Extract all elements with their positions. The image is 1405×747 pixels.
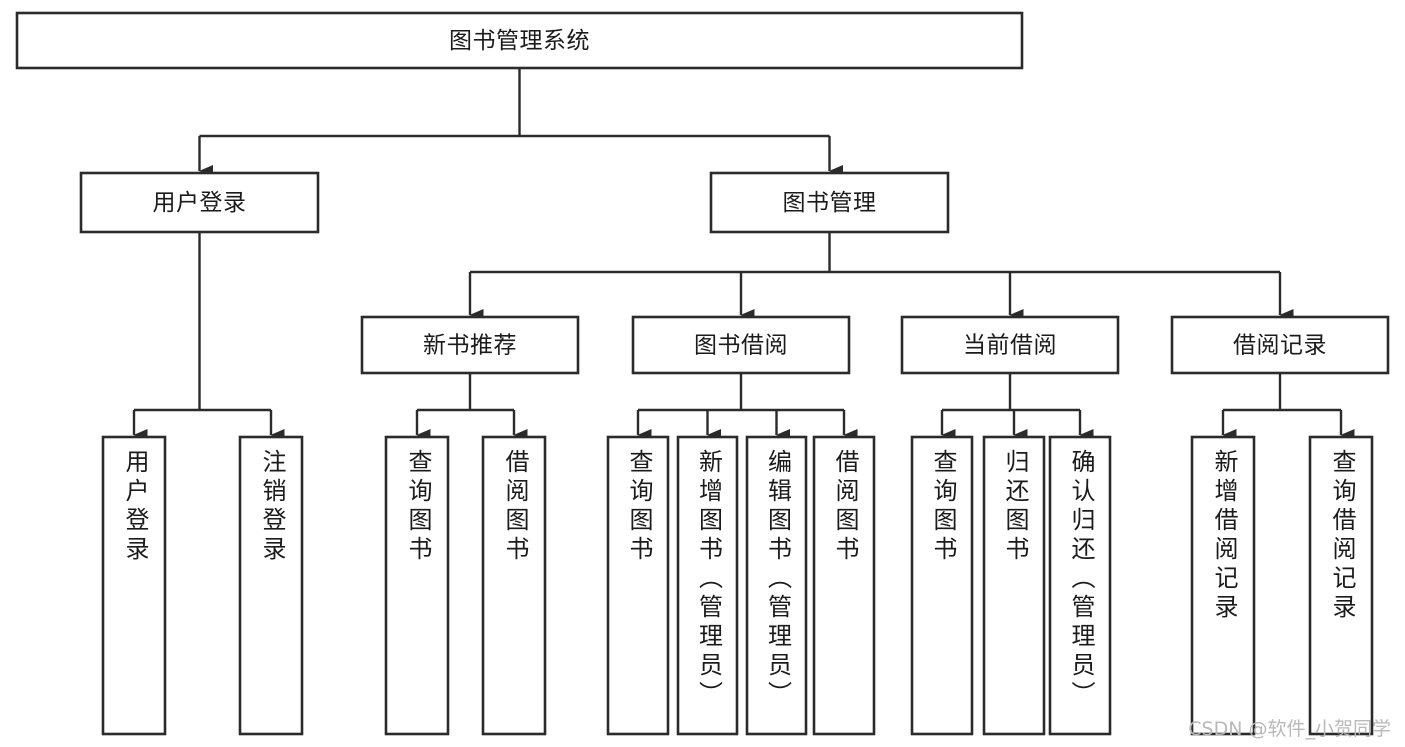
node-leaf-box-1[interactable] (238, 435, 304, 736)
node-leaf-box-6[interactable] (745, 435, 808, 736)
node-leaf-box-10[interactable] (1048, 435, 1112, 736)
node-leaf-box-12[interactable] (1308, 435, 1374, 736)
node-level2-label-0: 新书推荐 (423, 333, 517, 359)
node-leaf-box-11[interactable] (1190, 435, 1256, 736)
node-leaf-box-5[interactable] (676, 435, 739, 736)
node-leaf-box-3[interactable] (481, 435, 547, 736)
node-level2-box-0[interactable] (360, 315, 580, 375)
node-root-box[interactable] (15, 11, 1024, 70)
watermark: CSDN @软件_小贺同学 (1188, 718, 1391, 740)
node-level2-box-2[interactable] (900, 315, 1120, 375)
node-level2-label-2: 当前借阅 (963, 333, 1057, 359)
node-level2-label-3: 借阅记录 (1233, 333, 1327, 359)
node-leaf-box-4[interactable] (606, 435, 670, 736)
node-level2-box-1[interactable] (631, 315, 851, 375)
node-level2-label-1: 图书借阅 (694, 333, 788, 359)
node-leaf-box-0[interactable] (101, 435, 167, 736)
node-root-label: 图书管理系统 (449, 28, 590, 54)
node-leaf-box-2[interactable] (384, 435, 450, 736)
node-level1-label-1: 图书管理 (783, 190, 877, 216)
node-level1-box-1[interactable] (709, 171, 950, 234)
node-leaf-box-7[interactable] (812, 435, 876, 736)
node-level1-label-0: 用户登录 (153, 190, 247, 216)
node-level2-box-3[interactable] (1170, 315, 1390, 375)
node-leaf-box-9[interactable] (982, 435, 1046, 736)
connector-layer (132, 68, 1355, 441)
node-level1-box-0[interactable] (79, 171, 320, 234)
node-leaf-box-8[interactable] (910, 435, 974, 736)
